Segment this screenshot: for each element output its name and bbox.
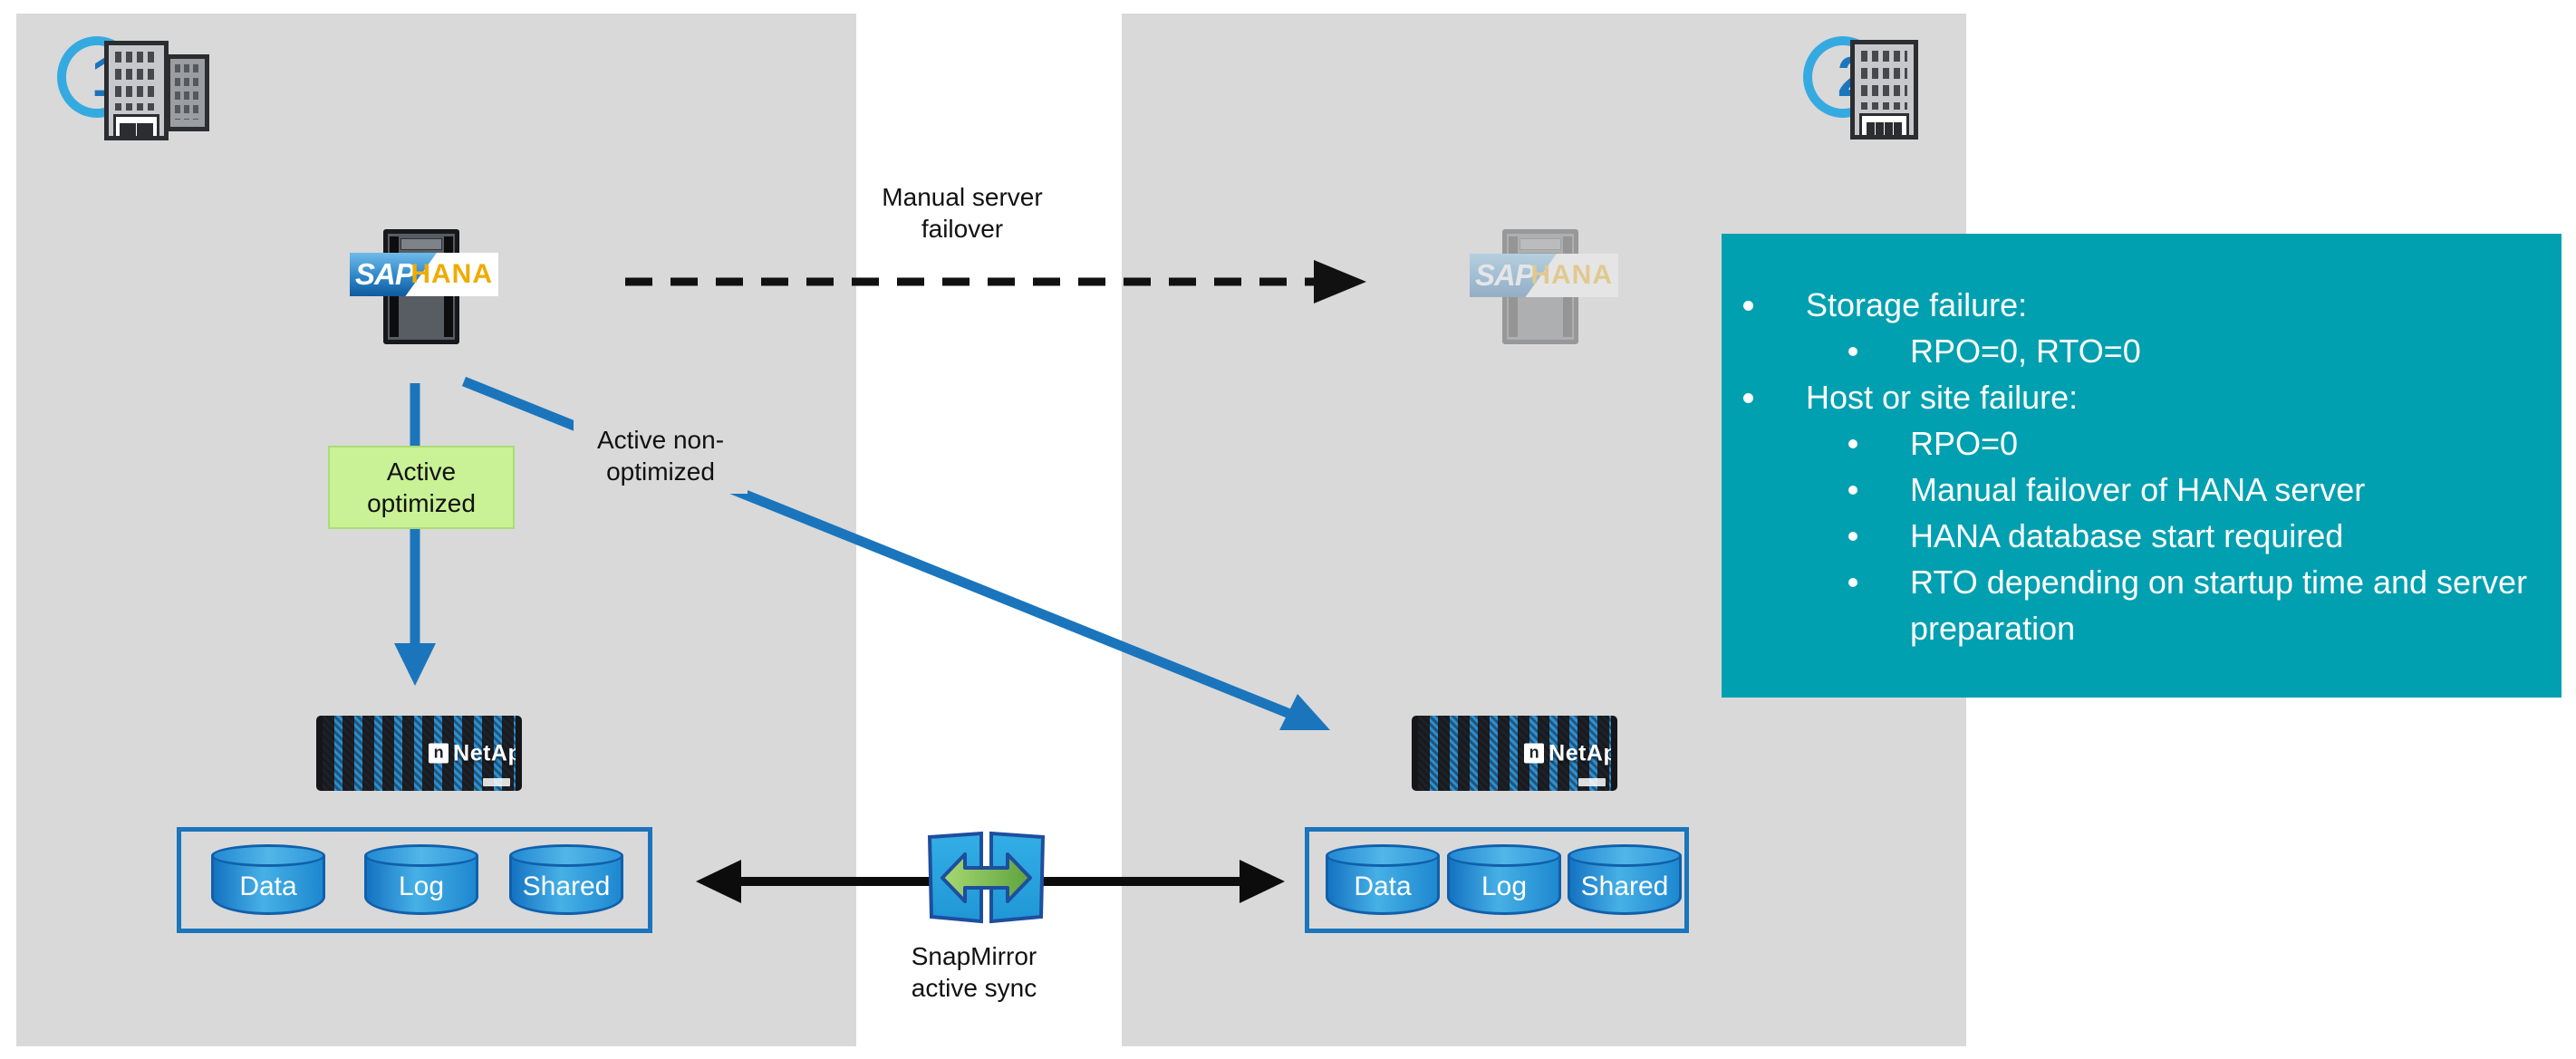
info-item: Storage failure: [1722, 282, 2562, 328]
site2-data-volume: Data [1326, 844, 1440, 915]
site1-data-volume: Data [211, 844, 325, 915]
site2-badge-arc-icon [1803, 36, 1883, 118]
info-text: Manual failover of HANA server [1910, 471, 2366, 508]
volume-label: Shared [1580, 871, 1669, 901]
building-entrance [113, 114, 159, 136]
netapp-brand-text: NetApp [1548, 740, 1617, 765]
netapp-mark-icon: n [429, 743, 449, 764]
manual-failover-arrow [625, 260, 1366, 303]
bullet-icon [1848, 532, 1857, 541]
site1-netapp-array: n NetApp [316, 716, 522, 791]
info-subitem: RTO depending on startup time and server… [1722, 559, 2562, 651]
volume-label: Shared [522, 871, 611, 901]
site1-rear-building-icon [166, 54, 209, 131]
sap-logo-text: SAP [1475, 258, 1535, 292]
site1-shared-volume: Shared [509, 844, 623, 915]
site1-volume-box [177, 827, 652, 933]
site2-netapp-array: n NetApp [1412, 716, 1617, 791]
info-text: Storage failure: [1806, 286, 2028, 323]
snapmirror-icon [927, 831, 1046, 924]
info-subitem: RPO=0, RTO=0 [1722, 328, 2562, 374]
site1-log-volume: Log [364, 844, 478, 915]
site2-shared-volume: Shared [1568, 844, 1682, 915]
building-entrance [1859, 113, 1909, 135]
volume-label: Data [239, 871, 297, 901]
snapmirror-label: SnapMirror active sync [911, 942, 1037, 1002]
volume-label: Log [398, 871, 445, 901]
bullet-icon [1848, 347, 1857, 356]
building-windows [175, 64, 200, 120]
site2-front-building-icon [1850, 40, 1918, 140]
site1-badge-arc-icon [57, 36, 137, 118]
info-text: RPO=0, RTO=0 [1910, 332, 2141, 370]
sap-logo-text: SAP [355, 257, 415, 291]
bullet-icon [1848, 439, 1857, 448]
netapp-mark-icon: n [1524, 743, 1545, 764]
netapp-logo: n NetApp [429, 740, 522, 766]
netapp-brand-text: NetApp [453, 740, 522, 765]
active-non-optimized-label: Active non- optimized [574, 418, 748, 494]
active-optimized-arrow [394, 383, 436, 686]
sap-hana-logo: SAP HANA [350, 253, 498, 296]
server-rack-icon [1502, 229, 1578, 344]
bullet-icon [1743, 393, 1753, 403]
model-tag [1578, 778, 1606, 786]
site2-log-volume: Log [1447, 844, 1561, 915]
hana-logo-text: HANA [410, 259, 493, 289]
info-subitem: HANA database start required [1722, 513, 2562, 559]
model-tag [483, 778, 510, 786]
hana-logo-text: HANA [1530, 260, 1613, 290]
bullet-icon [1743, 301, 1753, 311]
info-text: HANA database start required [1910, 517, 2344, 554]
info-subitem: Manual failover of HANA server [1722, 467, 2562, 513]
bullet-icon [1848, 486, 1857, 495]
netapp-logo: n NetApp [1524, 740, 1617, 766]
active-optimized-label: Active optimized [328, 446, 515, 529]
building-windows [1861, 51, 1907, 110]
volume-label: Data [1354, 871, 1412, 901]
site1-front-building-icon [104, 41, 169, 140]
volume-label: Log [1481, 871, 1528, 901]
info-item: Host or site failure: [1722, 374, 2562, 420]
sap-hana-logo: SAP HANA [1470, 254, 1618, 297]
building-windows [115, 52, 158, 111]
info-text: RPO=0 [1910, 425, 2019, 462]
info-text: Host or site failure: [1806, 379, 2079, 416]
manual-failover-label: Manual server failover [882, 183, 1043, 243]
info-subitem: RPO=0 [1722, 420, 2562, 467]
bullet-icon [1848, 578, 1857, 587]
site2-volume-box [1305, 827, 1689, 933]
info-text: RTO depending on startup time and server… [1910, 563, 2528, 647]
rpo-rto-info-box: Storage failure: RPO=0, RTO=0 Host or si… [1722, 234, 2562, 698]
